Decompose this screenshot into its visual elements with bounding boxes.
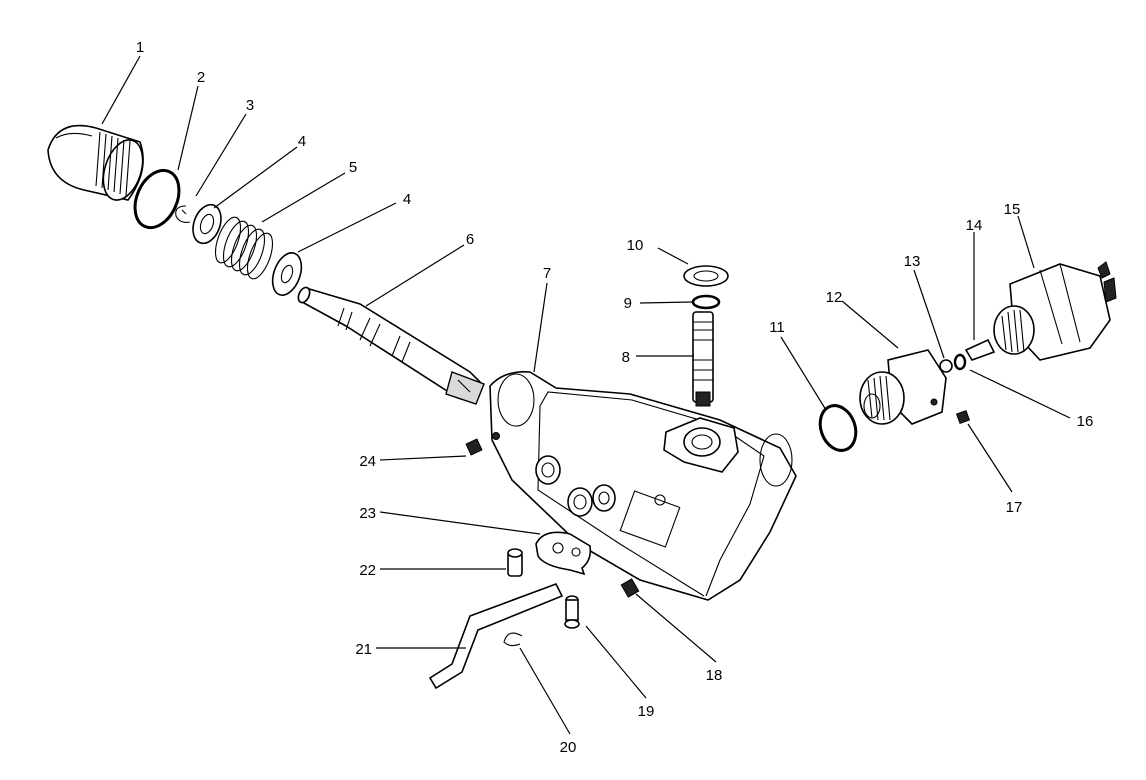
part-13-ball xyxy=(939,359,953,373)
callout-17: 17 xyxy=(1006,499,1023,516)
callout-10: 10 xyxy=(627,237,644,254)
part-6-spool xyxy=(297,286,485,405)
callout-6: 6 xyxy=(466,231,474,248)
callout-8: 8 xyxy=(622,349,630,366)
callout-4a: 4 xyxy=(298,133,306,150)
part-4-washer-lower xyxy=(271,252,303,296)
callout-18: 18 xyxy=(706,667,723,684)
part-12-adapter-fitting xyxy=(859,349,947,425)
part-11-o-ring xyxy=(818,404,858,452)
part-8-stem xyxy=(692,311,714,407)
callout-12: 12 xyxy=(826,289,843,306)
part-5-spring xyxy=(214,216,274,280)
part-22-pin xyxy=(507,548,523,577)
callout-labels: 1 2 3 4 5 4 6 7 8 9 10 11 12 13 14 15 16… xyxy=(136,39,1094,756)
part-15-switch xyxy=(993,261,1117,361)
leader-lines xyxy=(101,55,1071,735)
part-10-seal xyxy=(683,265,729,287)
part-4-washer-upper xyxy=(192,203,222,245)
callout-20: 20 xyxy=(560,739,577,756)
callout-21: 21 xyxy=(355,641,372,658)
callout-19: 19 xyxy=(638,703,655,720)
callout-4b: 4 xyxy=(403,191,411,208)
part-17-set-screw xyxy=(955,409,971,425)
part-18-set-screw xyxy=(620,578,640,598)
part-3-retaining-clip xyxy=(175,205,191,223)
callout-5: 5 xyxy=(349,159,357,176)
callout-13: 13 xyxy=(904,253,921,270)
part-2-o-ring xyxy=(133,168,181,230)
part-23-cam xyxy=(535,531,592,576)
callout-11: 11 xyxy=(769,319,785,336)
callout-16: 16 xyxy=(1077,413,1094,430)
part-7-valve-body xyxy=(489,370,797,601)
part-21-lever xyxy=(428,582,564,690)
part-19-bolt xyxy=(564,595,580,629)
part-1-threaded-cap xyxy=(47,124,144,201)
part-9-o-ring xyxy=(691,294,721,310)
callout-22: 22 xyxy=(359,562,376,579)
callout-24: 24 xyxy=(359,453,376,470)
part-14-pin xyxy=(964,338,996,361)
callout-15: 15 xyxy=(1004,201,1021,218)
part-16-washer xyxy=(953,353,967,371)
callout-23: 23 xyxy=(359,505,376,522)
callout-1: 1 xyxy=(136,39,144,56)
callout-14: 14 xyxy=(966,217,983,234)
callout-2: 2 xyxy=(197,69,205,86)
callout-7: 7 xyxy=(543,265,551,282)
callout-9: 9 xyxy=(624,295,632,312)
part-20-e-clip xyxy=(503,632,523,647)
part-24-set-screw xyxy=(465,438,483,456)
callout-3: 3 xyxy=(246,97,254,114)
